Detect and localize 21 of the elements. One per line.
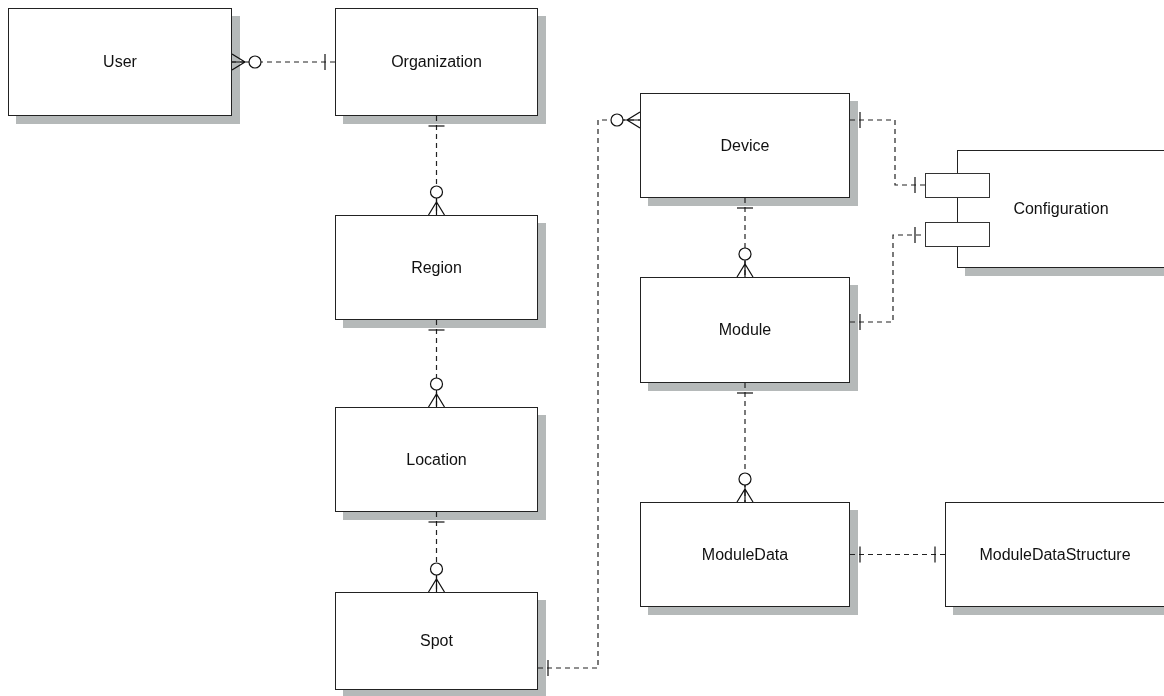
relationship-line [427,319,446,408]
relationship-line [849,545,946,564]
relationship-line [231,53,336,71]
entity-name: Spot [420,632,453,650]
entity-name: Configuration [1013,200,1109,218]
relationship-line [849,111,926,194]
entity-name: Organization [391,53,482,71]
port-box [925,173,990,198]
relationship-line [427,115,446,216]
entity-name: User [103,53,137,71]
relationship-line [736,197,754,278]
entity-name: ModuleData [701,545,789,564]
relationship-line [427,511,446,593]
entity-name: Location [406,450,467,469]
entity-name: ModuleDataStructure [979,545,1131,564]
port-box [925,222,990,247]
relationship-line [736,382,754,503]
entity-name: Module [718,321,772,339]
entity-name: Device [720,136,770,155]
entity-name: Region [411,258,462,277]
relationship-line [537,111,641,677]
